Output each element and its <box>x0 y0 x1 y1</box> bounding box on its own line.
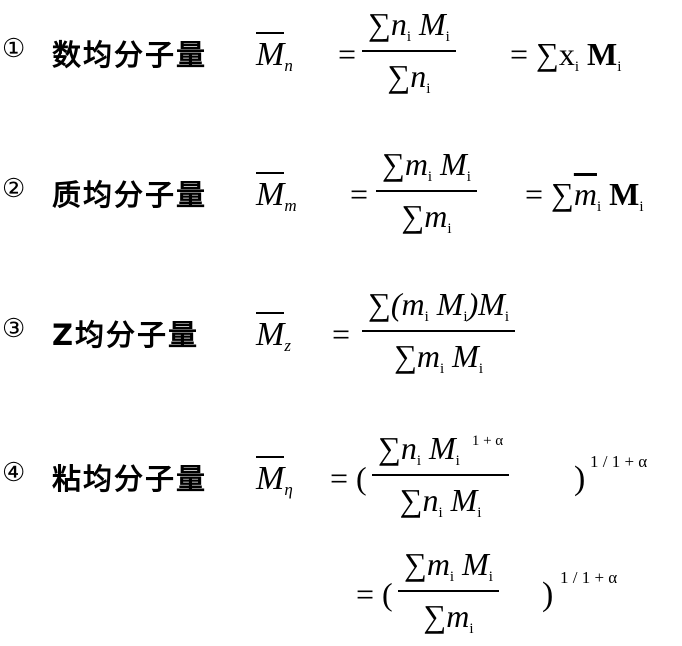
rhs: = ∑mi Mi <box>525 176 644 216</box>
math-symbol: m <box>573 176 597 212</box>
fraction: ∑ni Mi∑ni <box>362 6 456 98</box>
math-symbol: M <box>601 176 640 212</box>
formula-label: 质均分子量 <box>52 178 208 212</box>
subscript: i <box>639 199 644 215</box>
circled-number: ④ <box>2 458 26 487</box>
subscript: i <box>596 199 602 215</box>
rhs: = ∑xi Mi <box>510 36 621 76</box>
circled-number: ① <box>2 34 26 63</box>
formula-label: 数均分子量 <box>52 38 208 72</box>
equals: = <box>338 36 357 72</box>
exponent: 1 + α <box>471 433 504 449</box>
subscript: i <box>574 59 580 75</box>
math-symbol: M <box>432 146 467 182</box>
outer-exponent: 1 / 1 + α <box>560 568 618 587</box>
fraction: ∑mi Mi∑mi <box>398 546 499 638</box>
lhs: Mη <box>256 456 293 500</box>
subscript: i <box>463 309 468 325</box>
math-symbol: ∑m <box>423 598 470 634</box>
circled-number: ② <box>2 174 26 203</box>
subscript: i <box>466 169 471 185</box>
equals: = <box>350 176 369 212</box>
subscript: i <box>438 505 443 521</box>
subscript: i <box>447 221 452 237</box>
subscript: i <box>477 505 482 521</box>
formula-label: 粘均分子量 <box>52 462 208 496</box>
subscript: i <box>439 361 445 377</box>
math-symbol: ∑n <box>368 6 407 42</box>
math-symbol: ∑m <box>394 338 440 374</box>
math-symbol: = ∑x <box>510 36 575 72</box>
formula-label: Z均分子量 <box>52 318 200 352</box>
math-symbol: M <box>442 482 478 518</box>
math-symbol: ∑m <box>382 146 428 182</box>
math-symbol: M <box>410 6 446 42</box>
math-symbol: = ∑ <box>525 176 574 212</box>
subscript: i <box>424 309 429 325</box>
math-symbol: ∑n <box>399 482 439 518</box>
equals: = <box>332 316 351 352</box>
math-symbol: M <box>428 286 464 322</box>
math-symbol: ∑n <box>378 430 417 466</box>
math-symbol: M <box>454 546 489 582</box>
math-symbol: M <box>444 338 479 374</box>
math-symbol: M <box>579 36 618 72</box>
math-symbol: )M <box>467 286 505 322</box>
math-symbol: ∑(m <box>368 286 425 322</box>
equals-open-paren: = ( <box>356 576 393 612</box>
lhs: Mn <box>256 32 293 76</box>
circled-number: ③ <box>2 314 26 343</box>
subscript: i <box>416 453 421 469</box>
subscript: i <box>449 569 455 585</box>
math-symbol: ∑m <box>404 546 450 582</box>
lhs: Mz <box>256 312 291 356</box>
fraction: ∑(mi Mi)Mi∑mi Mi <box>362 286 516 378</box>
fraction: ∑mi Mi∑mi <box>376 146 477 238</box>
lhs: Mm <box>256 172 297 216</box>
close-paren: ) <box>542 576 554 613</box>
math-symbol: ∑n <box>387 58 427 94</box>
subscript: i <box>488 569 493 585</box>
subscript: i <box>478 361 483 377</box>
math-symbol: ∑m <box>401 198 448 234</box>
subscript: i <box>445 29 450 45</box>
subscript: i <box>426 81 431 97</box>
fraction: ∑ni Mi1 + α∑ni Mi <box>372 430 510 522</box>
subscript: i <box>469 621 474 637</box>
subscript: i <box>406 29 411 45</box>
math-symbol: M <box>420 430 456 466</box>
equals-open-paren: = ( <box>330 460 367 496</box>
subscript: i <box>617 59 622 75</box>
subscript: i <box>504 309 510 325</box>
close-paren: ) <box>574 460 586 497</box>
subscript: i <box>455 453 460 469</box>
outer-exponent: 1 / 1 + α <box>590 452 648 471</box>
subscript: i <box>427 169 433 185</box>
